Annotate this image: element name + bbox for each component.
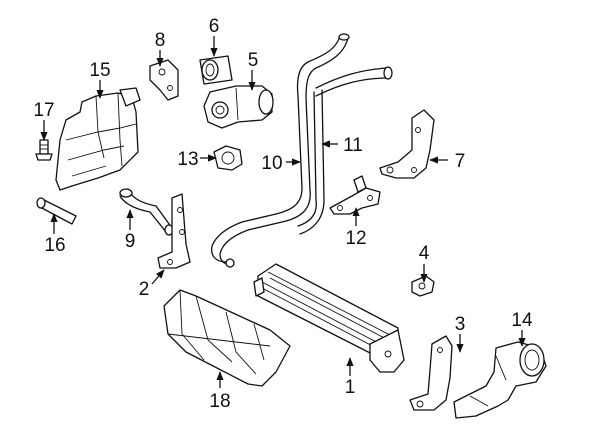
- part-7-bracket: [379, 109, 435, 179]
- callout-17: 17: [33, 100, 54, 121]
- part-4-sensor: [411, 275, 435, 297]
- callout-16: 16: [44, 235, 65, 256]
- callout-13: 13: [177, 149, 198, 170]
- callout-5: 5: [248, 50, 259, 71]
- callout-15: 15: [89, 60, 110, 81]
- callout-18: 18: [209, 391, 230, 412]
- callout-8: 8: [155, 30, 166, 51]
- callout-labels: 1 2 3 4 5 6 7 8 9 10 11 12 13 14 15 16 1…: [33, 16, 533, 412]
- part-2-bracket: [157, 193, 191, 269]
- callout-12: 12: [345, 228, 366, 249]
- callout-9: 9: [125, 231, 136, 252]
- part-13-clamp: [213, 145, 243, 171]
- part-8-bracket: [149, 59, 179, 101]
- callout-2: 2: [139, 279, 150, 300]
- callout-6: 6: [209, 16, 220, 37]
- part-18-deflector: [163, 289, 291, 387]
- callout-1: 1: [345, 377, 356, 398]
- part-3-bracket: [409, 335, 453, 411]
- callout-11: 11: [343, 135, 363, 156]
- callout-10: 10: [261, 153, 282, 174]
- part-12-bracket: [329, 175, 381, 215]
- callout-3: 3: [455, 314, 466, 335]
- leader-lines: [40, 36, 526, 388]
- part-1-cooler: [253, 263, 405, 373]
- part-15-housing: [55, 87, 141, 191]
- callout-4: 4: [419, 243, 430, 264]
- part-5-pump: [203, 85, 274, 129]
- part-9-pipe: [119, 188, 174, 236]
- callout-7: 7: [455, 151, 466, 172]
- part-10-11-hoses: [210, 33, 393, 268]
- part-16-tube: [36, 197, 77, 225]
- part-17-bolt: [35, 139, 53, 161]
- callout-14: 14: [511, 310, 533, 331]
- part-6-bushing: [199, 55, 233, 85]
- part-14-duct: [453, 341, 547, 419]
